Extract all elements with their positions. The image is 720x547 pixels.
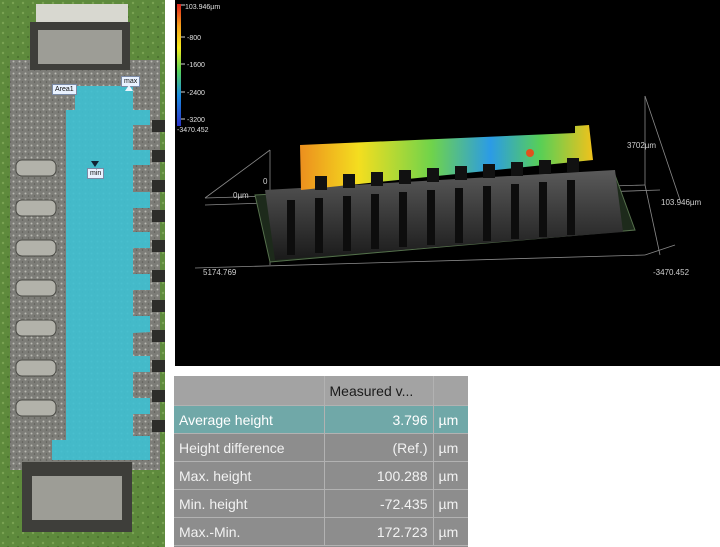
scale-tick-label: -2400	[187, 90, 205, 97]
results-row-label: Average height	[174, 405, 325, 434]
scale-bottom-label: -3470.452	[177, 127, 209, 134]
results-row-unit: µm	[433, 489, 468, 518]
results-row-value: 3.796	[324, 405, 434, 434]
header-unit-column[interactable]	[433, 376, 468, 406]
results-row-value: 172.723	[324, 517, 434, 546]
results-row-label: Max.-Min.	[174, 517, 325, 546]
optical-image-view[interactable]: Area1 max min	[0, 0, 165, 547]
results-row-unit: µm	[433, 461, 468, 490]
axis-zero-label: 0µm	[233, 191, 249, 200]
results-row-unit: µm	[433, 517, 468, 546]
scale-tick-label: -800	[187, 35, 201, 42]
results-row-label: Height difference	[174, 433, 325, 462]
axis-z-top-label: 103.946µm	[661, 198, 702, 207]
max-marker-icon	[125, 85, 133, 91]
axis-tick-zero: 0	[263, 177, 268, 186]
height-3d-view[interactable]: 103.946µm -800 -1600 -2400 -3200 -3470.4…	[175, 0, 720, 366]
results-row-value: 100.288	[324, 461, 434, 490]
results-row-label: Max. height	[174, 461, 325, 490]
scale-top-label: 103.946µm	[185, 4, 220, 11]
height-3d-canvas: 103.946µm -800 -1600 -2400 -3200 -3470.4…	[177, 4, 702, 277]
color-scale-bar	[177, 4, 181, 126]
results-row-value: (Ref.)	[324, 433, 434, 462]
max-point-marker	[526, 149, 534, 157]
measurement-area	[52, 86, 150, 460]
results-row-label: Min. height	[174, 489, 325, 518]
min-label: min	[87, 168, 105, 179]
results-header-row: Measured v...	[174, 376, 468, 406]
results-row-value: -72.435	[324, 489, 434, 518]
area-label: Area1	[52, 84, 77, 95]
results-row[interactable]: Height difference(Ref.)µm	[174, 433, 468, 462]
axis-y-end-label: 3702µm	[627, 141, 656, 150]
scale-tick-label: -1600	[187, 62, 205, 69]
axis-z-bottom-label: -3470.452	[653, 268, 690, 277]
axis-x-end-label: 5174.769	[203, 268, 237, 277]
header-label-column[interactable]	[174, 376, 325, 406]
header-measured-value[interactable]: Measured v...	[324, 376, 434, 406]
scale-tick-label: -3200	[187, 117, 205, 124]
min-marker-icon	[91, 161, 99, 167]
results-row-unit: µm	[433, 433, 468, 462]
optical-image	[0, 0, 165, 547]
results-row-unit: µm	[433, 405, 468, 434]
